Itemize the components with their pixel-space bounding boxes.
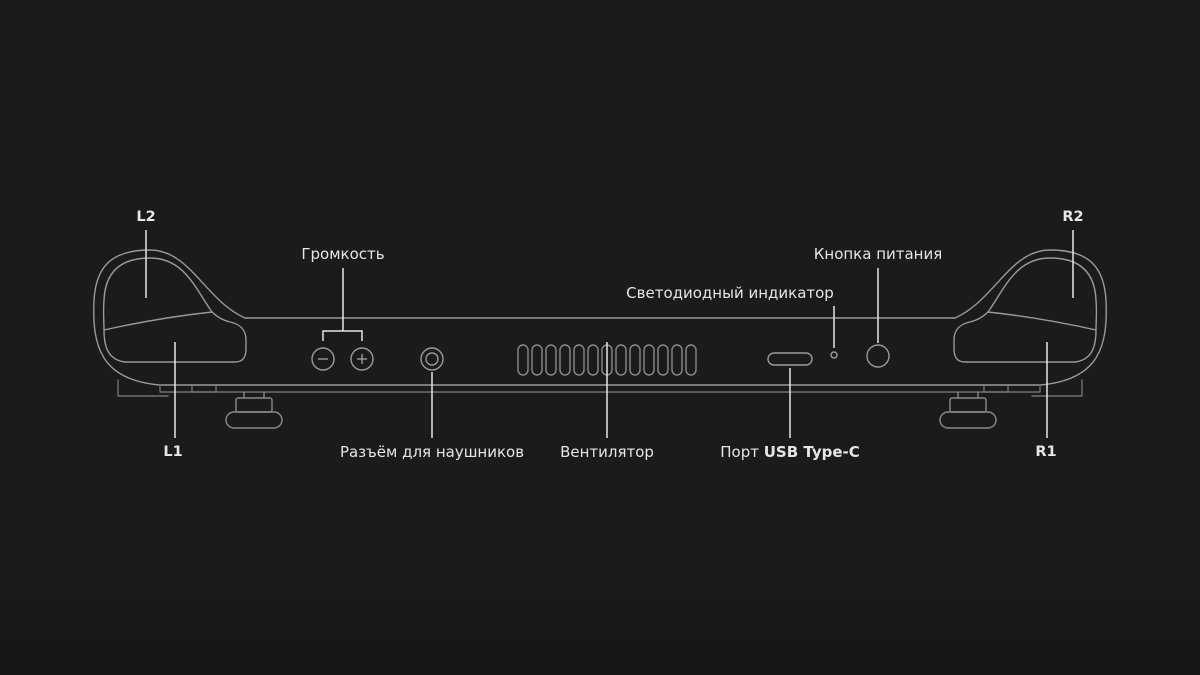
headphone-jack-label: Разъём для наушников — [339, 443, 525, 461]
usb-c-port-icon — [767, 352, 813, 366]
volume-up-plus-icon — [350, 347, 374, 371]
r2-label: R2 — [1062, 209, 1084, 225]
l1-label: L1 — [163, 444, 183, 460]
l1-bumper-outline — [103, 311, 247, 363]
led-indicator-label: Светодиодный индикатор — [626, 284, 834, 302]
l2-trigger-outline — [102, 257, 213, 331]
volume-label: Громкость — [301, 245, 385, 263]
usb-port-label-prefix: Порт — [720, 443, 759, 461]
body-outline — [93, 249, 1107, 386]
usb-port-label-name: USB Type-C — [763, 443, 860, 461]
l2-label: L2 — [136, 209, 156, 225]
power-button-icon — [866, 344, 890, 368]
volume-leader — [322, 268, 363, 341]
r1-bumper-outline — [953, 311, 1097, 363]
left-thumbstick — [225, 392, 283, 429]
fan-label: Вентилятор — [560, 443, 654, 461]
led-indicator-icon — [830, 351, 838, 359]
r1-label: R1 — [1035, 444, 1057, 460]
volume-down-minus-icon — [311, 347, 335, 371]
r2-trigger-outline — [987, 257, 1098, 331]
power-button-label: Кнопка питания — [813, 245, 943, 263]
right-thumbstick — [939, 392, 997, 429]
usb-port-label: Порт USB Type-C — [720, 443, 860, 461]
fan-grille — [517, 344, 697, 376]
headphone-jack-icon — [420, 347, 444, 371]
